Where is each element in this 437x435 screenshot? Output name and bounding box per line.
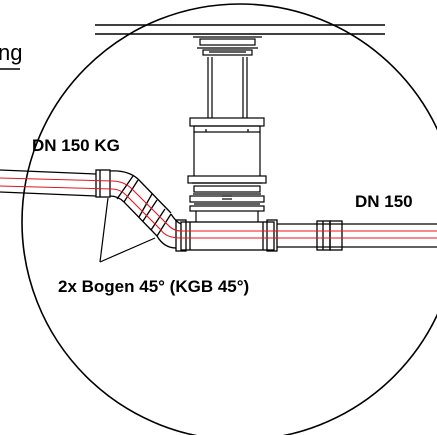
- leader-lines: [99, 197, 156, 263]
- tee-fitting: [175, 219, 278, 252]
- inlet-pipe-label: DN 150 KG: [32, 136, 120, 155]
- outlet-pipe-label: DN 150: [355, 192, 413, 211]
- bends-note: 2x Bogen 45° (KGB 45°): [58, 277, 249, 296]
- pipe-centerlines: [0, 177, 437, 239]
- cover-slab: [95, 24, 385, 35]
- inlet-pipe: [0, 169, 111, 198]
- detail-circle: [21, 3, 437, 435]
- partial-heading: ng: [0, 40, 22, 65]
- bend-fittings: [109, 170, 182, 249]
- vertical-riser: [187, 36, 267, 222]
- outlet-pipe: [277, 220, 437, 251]
